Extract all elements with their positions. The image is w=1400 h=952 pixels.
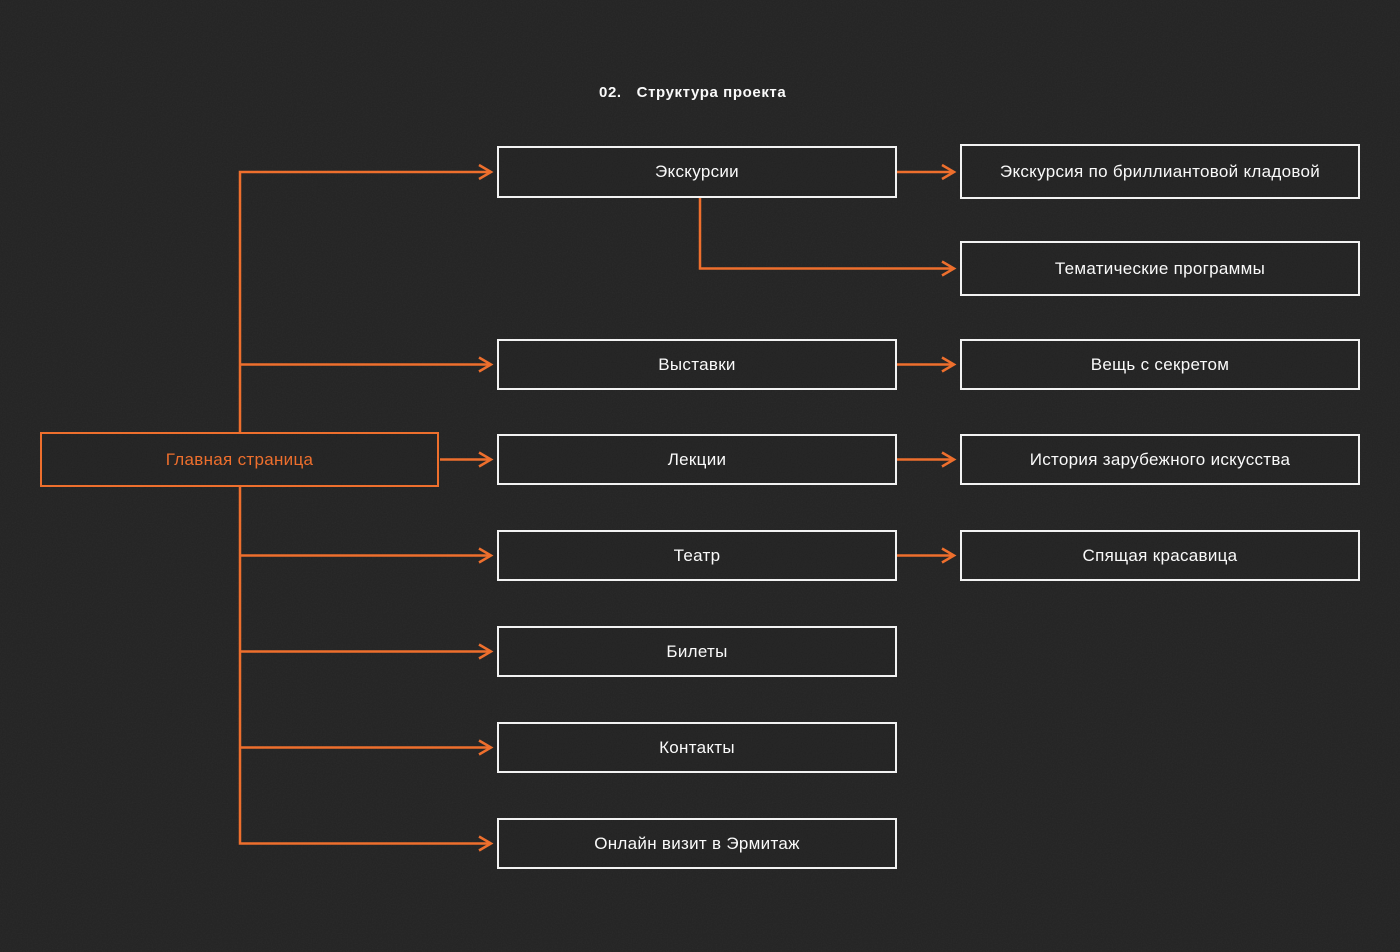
node-glavnaya-stranitsa: Главная страница xyxy=(40,432,439,487)
node-label: Контакты xyxy=(659,737,735,757)
node-vystavki: Выставки xyxy=(497,339,897,390)
title-text: Структура проекта xyxy=(636,84,787,101)
node-label: Лекции xyxy=(667,449,727,469)
connector-root-to-ekskursii xyxy=(238,170,489,432)
arrowhead-lekcii xyxy=(478,451,494,468)
arrowhead-kladovaya xyxy=(941,163,957,181)
node-spyaschaya-krasavitsa: Спящая красавица xyxy=(960,530,1360,581)
node-label: История зарубежного искусства xyxy=(1029,449,1291,469)
arrowhead-kontakty xyxy=(478,739,494,756)
arrowhead-ekskursii xyxy=(478,163,494,181)
node-label: Экскурсия по бриллиантовой кладовой xyxy=(999,161,1321,181)
node-onlain-vizit: Онлайн визит в Эрмитаж xyxy=(497,818,897,869)
node-ekskursiya-po-brilliantovoy-kladovoy: Экскурсия по бриллиантовой кладовой xyxy=(960,144,1360,199)
node-tematicheskie-programmy: Тематические программы xyxy=(960,241,1360,296)
node-label: Тематические программы xyxy=(1054,258,1266,278)
arrowhead-krasavitsa xyxy=(941,547,957,564)
node-label: Онлайн визит в Эрмитаж xyxy=(594,833,800,853)
node-bilety: Билеты xyxy=(497,626,897,677)
node-label: Вещь с секретом xyxy=(1090,354,1230,374)
connector-ekskursii-to-programmy xyxy=(698,198,952,270)
connector-root-to-onlain-vizit xyxy=(238,487,489,845)
node-label: Театр xyxy=(673,545,721,565)
arrowhead-teatr xyxy=(478,547,494,564)
node-kontakty: Контакты xyxy=(497,722,897,773)
node-teatr: Театр xyxy=(497,530,897,581)
node-vesch-s-sekretom: Вещь с секретом xyxy=(960,339,1360,390)
arrowhead-istoriya xyxy=(941,451,957,468)
title-number: 02. xyxy=(599,84,622,101)
arrowhead-sekret xyxy=(941,356,957,373)
node-label: Главная страница xyxy=(165,449,314,469)
arrowhead-vystavki xyxy=(478,356,494,373)
node-label: Билеты xyxy=(666,641,728,661)
node-lekcii: Лекции xyxy=(497,434,897,485)
arrowhead-bilety xyxy=(478,643,494,660)
node-istoriya-zarubezhnogo-iskusstva: История зарубежного искусства xyxy=(960,434,1360,485)
page-title: 02. Структура проекта xyxy=(599,84,786,101)
node-ekskursii: Экскурсии xyxy=(497,146,897,198)
arrowhead-programmy xyxy=(941,260,957,277)
arrowhead-onlain-vizit xyxy=(478,835,494,852)
node-label: Выставки xyxy=(658,354,736,374)
node-label: Спящая красавица xyxy=(1082,545,1238,565)
node-label: Экскурсии xyxy=(655,162,739,181)
